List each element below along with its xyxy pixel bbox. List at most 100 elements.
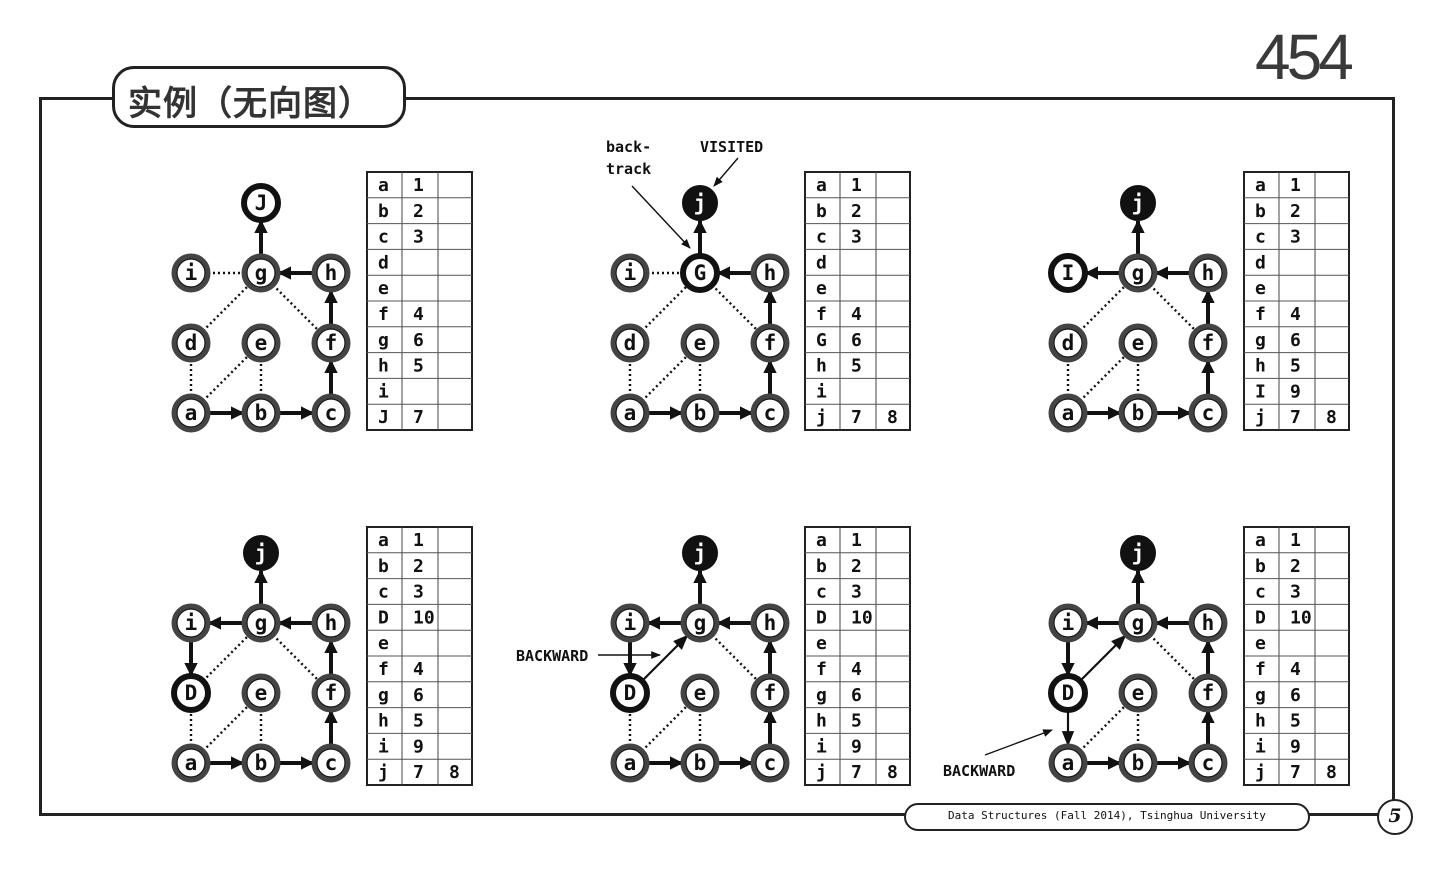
table-cell: 1 bbox=[1290, 530, 1301, 551]
node-b: b bbox=[241, 393, 281, 433]
table-cell: 3 bbox=[851, 227, 862, 248]
node-label: b bbox=[1132, 751, 1145, 775]
node-h: h bbox=[1188, 603, 1228, 643]
table-cell: 4 bbox=[413, 304, 424, 325]
node-label: d bbox=[624, 331, 637, 355]
dotted-edge-d-g bbox=[1079, 284, 1127, 332]
node-label: i bbox=[624, 261, 637, 285]
node-a: a bbox=[610, 743, 650, 783]
node-label: a bbox=[185, 751, 198, 775]
dotted-edge-d-g bbox=[202, 634, 250, 682]
node-label: h bbox=[1202, 611, 1215, 635]
node-label: a bbox=[1062, 751, 1075, 775]
table-cell: e bbox=[378, 633, 389, 654]
table-cell: c bbox=[378, 582, 389, 603]
table-cell: 10 bbox=[413, 607, 435, 628]
table-cell: 8 bbox=[887, 762, 898, 783]
table-cell: e bbox=[816, 278, 827, 299]
dotted-edge-a-e bbox=[1079, 704, 1127, 752]
dotted-edge-a-e bbox=[1079, 354, 1127, 402]
node-g: g bbox=[241, 253, 281, 293]
table-cell: 1 bbox=[413, 530, 424, 551]
table-cell: d bbox=[378, 252, 389, 273]
node-label: c bbox=[1202, 401, 1215, 425]
node-label: c bbox=[764, 401, 777, 425]
node-j: j bbox=[682, 185, 718, 221]
node-label: I bbox=[1062, 261, 1075, 285]
node-label: D bbox=[1062, 681, 1075, 705]
dotted-edge-a-e bbox=[641, 354, 689, 402]
table-cell: 5 bbox=[1290, 711, 1301, 732]
table-cell: 6 bbox=[1290, 685, 1301, 706]
node-label: h bbox=[764, 261, 777, 285]
table-cell: 4 bbox=[413, 659, 424, 680]
node-label: D bbox=[624, 681, 637, 705]
table-cell: g bbox=[1255, 330, 1266, 351]
dotted-edge-g-f bbox=[711, 284, 759, 332]
table-cell: b bbox=[378, 201, 389, 222]
table-cell: 2 bbox=[851, 556, 862, 577]
table-cell: i bbox=[816, 381, 827, 402]
node-c: c bbox=[750, 393, 790, 433]
table-cell: 7 bbox=[413, 762, 424, 783]
node-label: a bbox=[624, 401, 637, 425]
node-label: d bbox=[1062, 331, 1075, 355]
table-cell: f bbox=[1255, 659, 1266, 680]
node-label: g bbox=[255, 611, 268, 635]
node-label: i bbox=[185, 261, 198, 285]
node-label: d bbox=[185, 331, 198, 355]
table-cell: 5 bbox=[413, 356, 424, 377]
node-e: e bbox=[680, 323, 720, 363]
table-cell: 7 bbox=[413, 407, 424, 428]
table-cell: e bbox=[1255, 278, 1266, 299]
table-cell: i bbox=[816, 736, 827, 757]
node-h: h bbox=[311, 603, 351, 643]
dotted-edge-g-f bbox=[272, 634, 320, 682]
node-label: G bbox=[694, 261, 707, 285]
node-label: c bbox=[325, 751, 338, 775]
node-j: j bbox=[1120, 535, 1156, 571]
node-b: b bbox=[241, 743, 281, 783]
node-e: e bbox=[680, 673, 720, 713]
node-j: J bbox=[241, 183, 281, 223]
node-label: e bbox=[1132, 681, 1145, 705]
node-h: h bbox=[1188, 253, 1228, 293]
table-cell: 8 bbox=[887, 407, 898, 428]
table-cell: i bbox=[1255, 736, 1266, 757]
slide-number-badge bbox=[1377, 799, 1413, 835]
table-cell: a bbox=[378, 175, 389, 196]
node-label: e bbox=[255, 331, 268, 355]
node-label: b bbox=[255, 401, 268, 425]
node-label: c bbox=[764, 751, 777, 775]
node-h: h bbox=[311, 253, 351, 293]
table-cell: a bbox=[1255, 175, 1266, 196]
node-d: D bbox=[1048, 673, 1088, 713]
table-cell: 3 bbox=[413, 582, 424, 603]
node-label: j bbox=[1132, 541, 1145, 565]
dotted-edge-g-f bbox=[1149, 634, 1197, 682]
table-cell: f bbox=[816, 659, 827, 680]
node-label: h bbox=[325, 261, 338, 285]
dotted-edge-a-e bbox=[641, 704, 689, 752]
table-cell: 6 bbox=[851, 330, 862, 351]
node-label: j bbox=[694, 541, 707, 565]
table-cell: I bbox=[1255, 381, 1266, 402]
table-cell: 6 bbox=[1290, 330, 1301, 351]
node-a: a bbox=[171, 743, 211, 783]
node-h: h bbox=[750, 253, 790, 293]
node-i: i bbox=[171, 253, 211, 293]
table-cell: 1 bbox=[851, 175, 862, 196]
table-cell: 2 bbox=[1290, 556, 1301, 577]
table-cell: 9 bbox=[413, 736, 424, 757]
table-cell: 6 bbox=[851, 685, 862, 706]
dotted-edge-g-f bbox=[272, 284, 320, 332]
table-cell: 2 bbox=[413, 201, 424, 222]
table-cell: D bbox=[1255, 607, 1266, 628]
table-cell: 8 bbox=[449, 762, 460, 783]
table-cell: h bbox=[378, 356, 389, 377]
table-cell: c bbox=[378, 227, 389, 248]
